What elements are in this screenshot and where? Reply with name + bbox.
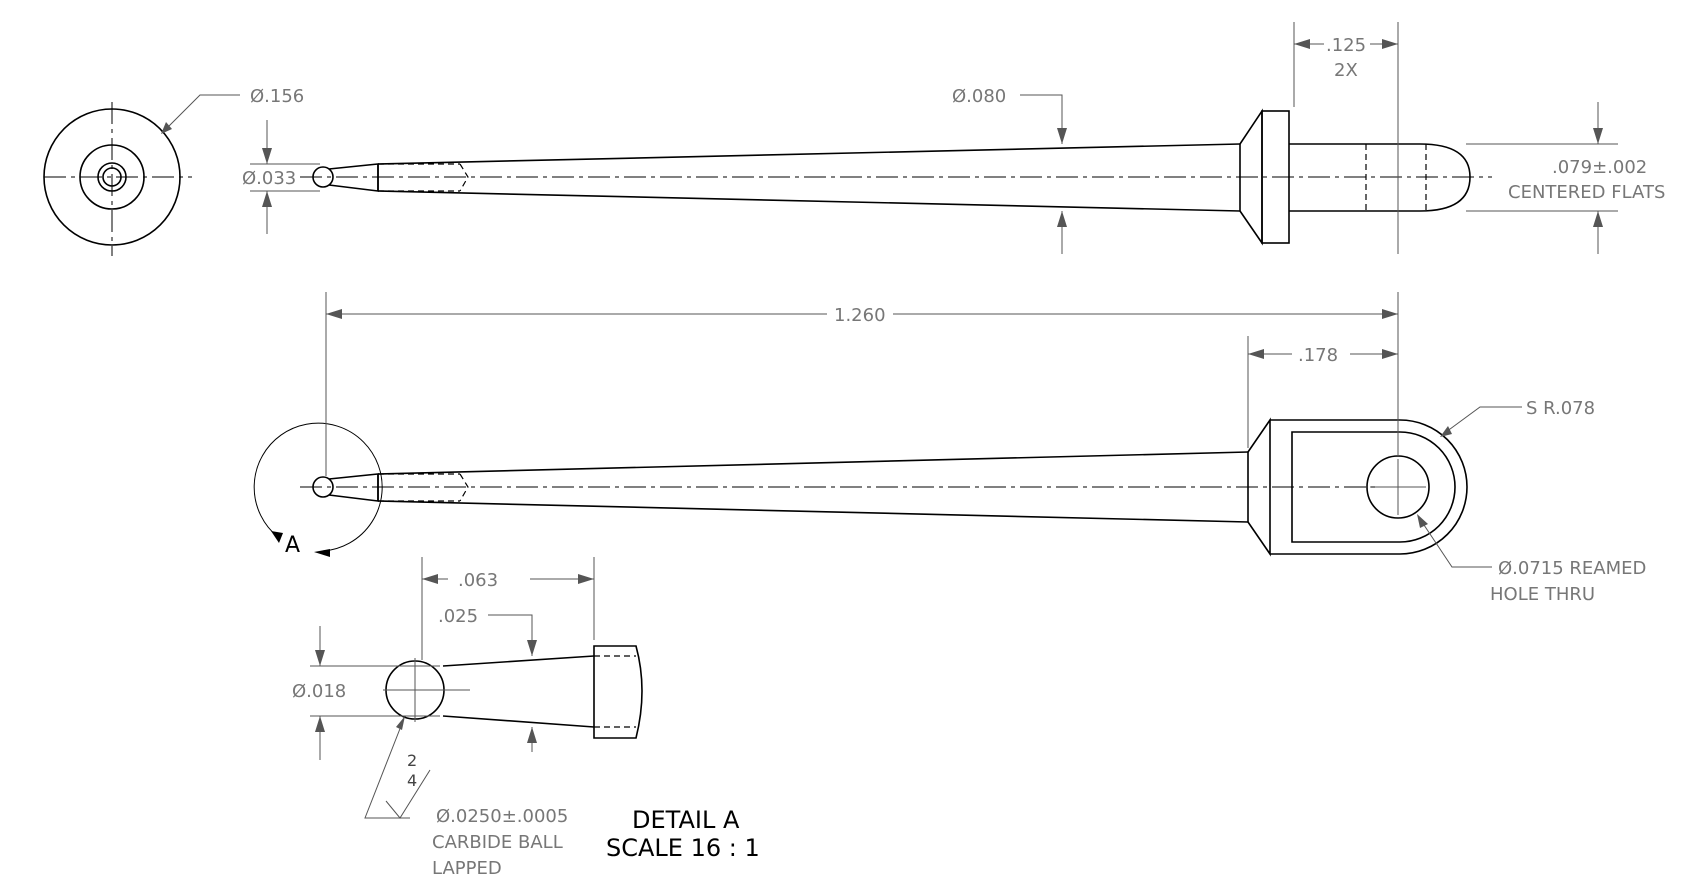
end-view: Ø.156	[43, 86, 304, 256]
hole-note: HOLE THRU	[1490, 584, 1595, 605]
detail-ball-diameter: Ø.018	[292, 681, 346, 702]
sphere-radius: S R.078	[1526, 398, 1595, 419]
detail-ball-length: .025	[438, 606, 478, 627]
detail-overall-length: .063	[458, 570, 498, 591]
tip-diameter: Ø.033	[242, 168, 296, 189]
flats-dimension: .079±.002	[1552, 157, 1647, 178]
detail-marker: A	[285, 533, 300, 558]
side-view: A 1.260 .178 S R.078 Ø.0715 REAMED HOLE …	[253, 292, 1646, 605]
detail-title: DETAIL A	[632, 806, 740, 834]
detail-a-view: .063 .025 Ø.018 2 4 Ø.0250±.0005 CARBIDE…	[292, 557, 760, 879]
shank-diameter: Ø.080	[952, 86, 1006, 107]
top-view: Ø.033 Ø.080 .125 2X .079±.002 CENTERED F…	[242, 22, 1665, 254]
finish-bottom: 4	[407, 771, 417, 790]
ball-spec: Ø.0250±.0005	[436, 806, 568, 827]
hole-diameter: Ø.0715 REAMED	[1498, 558, 1646, 579]
overall-length: 1.260	[834, 305, 886, 326]
ball-finish: LAPPED	[432, 858, 502, 879]
ball-material: CARBIDE BALL	[432, 832, 563, 853]
detail-scale: SCALE 16 : 1	[606, 834, 760, 862]
eye-length: .178	[1298, 345, 1338, 366]
finish-top: 2	[407, 751, 417, 770]
flat-count: 2X	[1334, 60, 1358, 81]
flat-width: .125	[1326, 35, 1366, 56]
end-view-diameter: Ø.156	[250, 86, 304, 107]
flats-note: CENTERED FLATS	[1508, 182, 1665, 203]
